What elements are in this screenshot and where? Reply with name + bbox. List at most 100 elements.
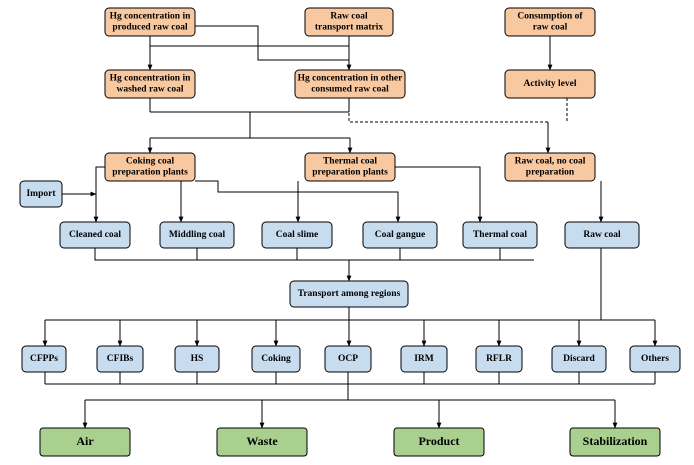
node-cfibs: CFIBs [96, 345, 144, 373]
node-transport-regions-box [289, 280, 409, 308]
node-irm-label: IRM [414, 354, 434, 364]
node-hg-other-box [294, 69, 406, 99]
node-activity-box [504, 69, 596, 99]
node-transport-regions: Transport among regions [289, 280, 409, 308]
node-gangue-box [362, 221, 438, 249]
node-raw-transport-label: transport matrix [315, 23, 384, 33]
node-thermal-coal-label: Thermal coal [473, 230, 527, 240]
node-activity: Activity level [504, 69, 596, 99]
node-thermal-plants-box [304, 152, 396, 182]
node-thermal-coal: Thermal coal [462, 221, 538, 249]
node-discard-label: Discard [563, 354, 595, 364]
connector-19 [93, 166, 105, 223]
node-activity-label: Activity level [523, 79, 576, 89]
node-cfpps-box [21, 345, 67, 373]
node-raw-no-prep-label: Raw coal, no coal [515, 157, 586, 167]
node-slime: Coal slime [261, 221, 333, 249]
node-hg-produced-label: Hg concentration in [110, 12, 191, 22]
node-cfpps: CFPPs [21, 345, 67, 373]
node-thermal-coal-box [462, 221, 538, 249]
connector-15 [348, 98, 548, 123]
node-thermal-plants-label: preparation plants [312, 168, 388, 178]
node-ocp: OCP [324, 345, 372, 373]
node-product-label: Product [418, 434, 459, 448]
node-gangue-label: Coal gangue [375, 230, 425, 240]
node-raw-coal-box [564, 221, 640, 249]
node-coking: Coking [251, 345, 301, 373]
node-coking-plants-label: preparation plants [112, 168, 188, 178]
node-hs: HS [174, 345, 220, 373]
node-import-label: Import [26, 189, 56, 199]
node-consumption-label: raw coal [533, 23, 568, 33]
node-stabilization-label: Stabilization [583, 434, 648, 448]
node-waste: Waste [216, 427, 308, 457]
connector-3 [195, 25, 259, 46]
node-gangue: Coal gangue [362, 221, 438, 249]
node-raw-transport-label: Raw coal [330, 12, 368, 22]
node-hg-washed-box [104, 69, 196, 99]
node-raw-no-prep-label: preparation [526, 168, 575, 178]
node-coking-plants-label: Coking coal [126, 157, 175, 167]
node-cfibs-label: CFIBs [107, 354, 134, 364]
node-hg-produced-box [104, 7, 196, 37]
connector-25 [94, 248, 534, 261]
node-others: Others [629, 345, 681, 373]
node-hs-box [174, 345, 220, 373]
node-raw-no-prep-box [504, 152, 596, 182]
node-cfibs-box [96, 345, 144, 373]
node-consumption-label: Consumption of [517, 12, 583, 22]
node-coking-plants-box [104, 152, 196, 182]
node-hg-washed-label: Hg concentration in [110, 74, 191, 84]
node-waste-box [216, 427, 308, 457]
node-hs-label: HS [191, 354, 204, 364]
node-discard-box [551, 345, 607, 373]
node-raw-coal: Raw coal [564, 221, 640, 249]
node-coking-box [251, 345, 301, 373]
node-hg-washed-label: washed raw coal [116, 85, 183, 95]
node-stabilization-box [569, 427, 661, 457]
node-air-box [39, 427, 131, 457]
node-others-box [629, 345, 681, 373]
node-raw-coal-label: Raw coal [583, 230, 621, 240]
node-stabilization: Stabilization [569, 427, 661, 457]
node-irm: IRM [400, 345, 448, 373]
node-cfpps-label: CFPPs [30, 354, 58, 364]
node-ocp-label: OCP [338, 354, 358, 364]
node-consumption-box [504, 7, 596, 37]
node-air-label: Air [76, 434, 94, 448]
node-rflr-label: RFLR [486, 354, 512, 364]
node-cleaned-label: Cleaned coal [69, 230, 121, 240]
node-slime-label: Coal slime [276, 230, 318, 240]
node-cleaned: Cleaned coal [59, 221, 131, 249]
node-discard: Discard [551, 345, 607, 373]
node-hg-other-label: Hg concentration in other [298, 74, 404, 84]
node-coking-label: Coking [261, 354, 291, 364]
node-hg-other-label: consumed raw coal [311, 85, 389, 95]
node-hg-produced-label: produced raw coal [112, 23, 188, 33]
node-product-box [393, 427, 485, 457]
node-cleaned-box [59, 221, 131, 249]
node-transport-regions-label: Transport among regions [298, 289, 401, 299]
node-middling: Middling coal [159, 221, 235, 249]
node-rflr-box [475, 345, 523, 373]
node-thermal-plants-label: Thermal coal [323, 157, 377, 167]
node-ocp-box [324, 345, 372, 373]
node-product: Product [393, 427, 485, 457]
connector-7 [257, 46, 349, 61]
node-middling-label: Middling coal [169, 230, 226, 240]
node-waste-label: Waste [246, 434, 278, 448]
node-air: Air [39, 427, 131, 457]
node-import-box [19, 180, 63, 208]
node-others-label: Others [641, 354, 669, 364]
connector-23 [395, 166, 483, 223]
